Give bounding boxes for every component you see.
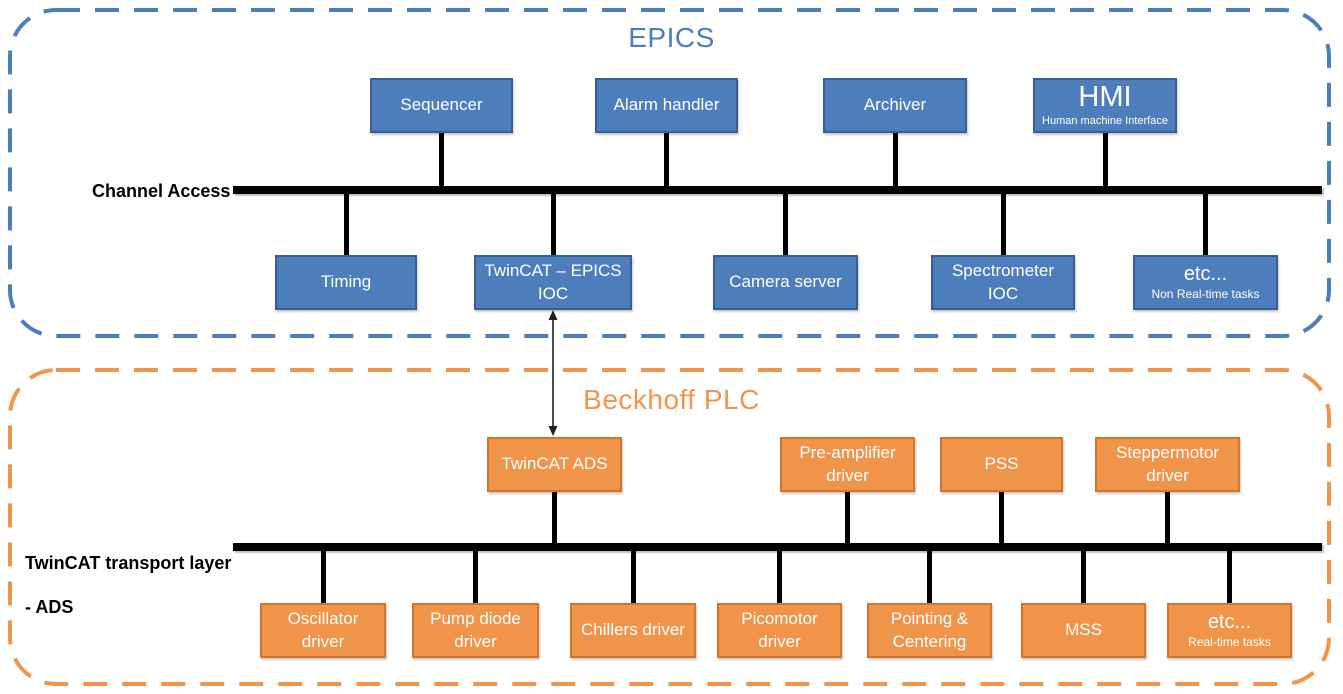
node-label: Timing — [320, 272, 372, 292]
node-label: Camera server — [729, 272, 842, 292]
connector-line — [439, 133, 444, 186]
node-twincat-epics-ioc: TwinCAT – EPICS IOC — [474, 255, 632, 310]
connector-line — [1203, 194, 1208, 255]
node-pre-amplifier-driver: Pre-amplifier driver — [780, 437, 915, 492]
node-label: Chillers driver — [581, 620, 685, 640]
epics-section-title: EPICS — [628, 22, 715, 53]
node-spectrometer-ioc: Spectrometer IOC — [931, 255, 1075, 310]
node-label: MSS — [1065, 620, 1102, 640]
node-archiver: Archiver — [823, 78, 967, 133]
connector-line — [1103, 133, 1108, 186]
node-label: Steppermotor driver — [1116, 443, 1219, 485]
connector-line — [551, 194, 556, 255]
node-hmi: HMI Human machine Interface — [1033, 78, 1177, 133]
connector-line — [344, 194, 349, 255]
node-label: Sequencer — [400, 95, 483, 115]
node-steppermotor-driver: Steppermotor driver — [1095, 437, 1240, 492]
node-picomotor-driver: Picomotor driver — [717, 603, 842, 658]
node-label: etc... — [1183, 263, 1228, 285]
ads-bus — [233, 543, 1322, 551]
node-label: PSS — [984, 454, 1019, 474]
node-pointing-centering: Pointing & Centering — [867, 603, 992, 658]
node-etc-non-realtime: etc... Non Real-time tasks — [1133, 255, 1278, 310]
connector-line — [321, 551, 326, 603]
connector-line — [927, 551, 932, 603]
node-sublabel: Non Real-time tasks — [1151, 287, 1260, 301]
bidirectional-arrow — [548, 310, 558, 436]
bus-label-ads-line2: - ADS — [25, 597, 74, 617]
connector-line — [999, 492, 1004, 543]
node-label: Alarm handler — [613, 95, 720, 115]
node-chillers-driver: Chillers driver — [570, 603, 696, 658]
connector-line — [783, 194, 788, 255]
connector-line — [1081, 551, 1086, 603]
node-label: TwinCAT ADS — [501, 454, 608, 474]
node-sequencer: Sequencer — [370, 78, 513, 133]
node-label: Pre-amplifier driver — [799, 443, 896, 485]
bus-label-ads: TwinCAT transport layer - ADS — [25, 530, 231, 618]
connector-line — [1227, 551, 1232, 603]
node-label: Picomotor driver — [741, 609, 818, 651]
node-label: Archiver — [863, 95, 927, 115]
node-label: Pointing & Centering — [890, 609, 969, 651]
node-pss: PSS — [940, 437, 1063, 492]
bus-label-ads-line1: TwinCAT transport layer — [25, 553, 232, 573]
connector-line — [664, 133, 669, 186]
connector-line — [631, 551, 636, 603]
node-label: Spectrometer IOC — [951, 261, 1055, 303]
node-label: TwinCAT – EPICS IOC — [484, 261, 622, 303]
node-label: Pump diode driver — [430, 609, 521, 651]
node-camera-server: Camera server — [713, 255, 858, 310]
node-mss: MSS — [1021, 603, 1146, 658]
node-label: etc... — [1207, 611, 1252, 633]
connector-line — [893, 133, 898, 186]
channel-access-bus — [233, 186, 1322, 194]
node-twincat-ads: TwinCAT ADS — [487, 437, 622, 492]
connector-line — [1001, 194, 1006, 255]
node-pump-diode-driver: Pump diode driver — [412, 603, 539, 658]
node-etc-realtime: etc... Real-time tasks — [1167, 603, 1292, 658]
node-label: HMI — [1078, 81, 1132, 114]
connector-line — [1165, 492, 1170, 543]
connector-line — [777, 551, 782, 603]
node-oscillator-driver: Oscillator driver — [260, 603, 386, 658]
connector-line — [552, 492, 557, 543]
node-timing: Timing — [275, 255, 417, 310]
node-sublabel: Human machine Interface — [1042, 114, 1168, 127]
node-label: Oscillator driver — [287, 609, 359, 651]
node-sublabel: Real-time tasks — [1188, 635, 1271, 649]
bus-label-channel-access: Channel Access — [92, 181, 231, 201]
connector-line — [473, 551, 478, 603]
plc-section-title: Beckhoff PLC — [583, 384, 760, 415]
node-alarm-handler: Alarm handler — [595, 78, 738, 133]
connector-line — [845, 492, 850, 543]
